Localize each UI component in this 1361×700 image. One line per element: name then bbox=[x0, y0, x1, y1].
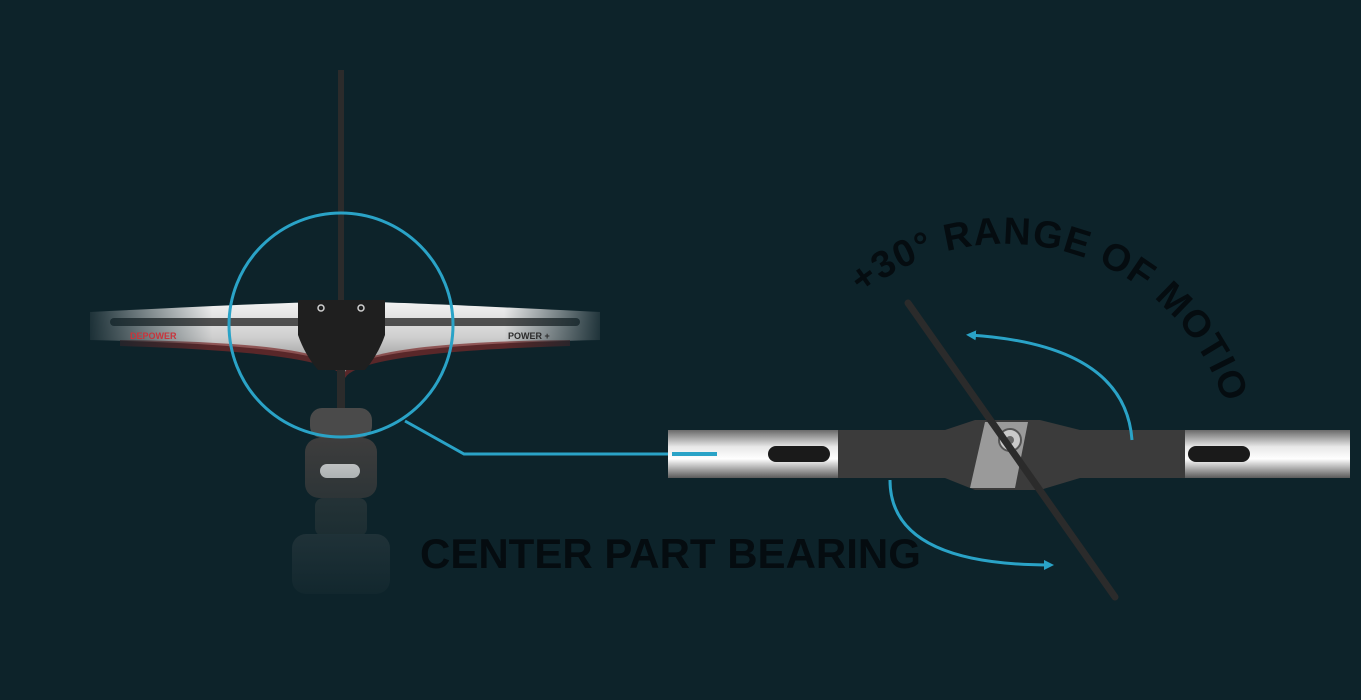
lower-motion-arrow bbox=[888, 479, 1054, 570]
connector-line bbox=[404, 419, 715, 456]
bearing-closeup bbox=[668, 299, 1350, 601]
diagonal-line bbox=[904, 299, 1119, 601]
control-bar-illustration: DEPOWER POWER + bbox=[80, 70, 610, 600]
center-part-bearing-label: CENTER PART BEARING bbox=[420, 530, 921, 577]
right-tube-slot bbox=[1188, 446, 1250, 462]
left-tube-slot bbox=[768, 446, 830, 462]
line-below bbox=[337, 370, 345, 420]
highlight-circle bbox=[227, 211, 455, 439]
center-line bbox=[338, 70, 344, 415]
trim-top bbox=[310, 408, 372, 438]
tube-inset bbox=[672, 452, 717, 456]
power-label: POWER + bbox=[508, 331, 550, 341]
upper-motion-arrow bbox=[966, 330, 1134, 441]
depower-label: DEPOWER bbox=[130, 331, 177, 341]
